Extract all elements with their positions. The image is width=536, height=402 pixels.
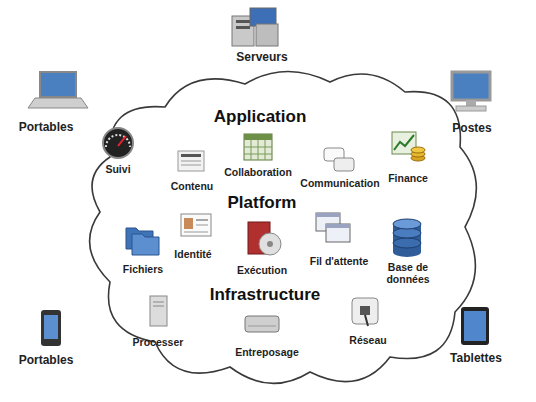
phone-icon xyxy=(41,310,61,346)
desktop-icon-part xyxy=(452,72,490,100)
service-label: Processer xyxy=(133,336,184,348)
phone-icon-part xyxy=(41,310,61,346)
device-label: Portables xyxy=(19,121,74,133)
service-label: Exécution xyxy=(237,264,287,276)
server-icon xyxy=(232,8,278,46)
desktop-icon-part xyxy=(456,106,486,111)
desktop-icon xyxy=(452,72,490,111)
laptop-icon-part xyxy=(40,72,76,97)
tablet-icon xyxy=(461,307,489,345)
server-icon-part xyxy=(232,16,254,46)
server-icon-part xyxy=(258,26,268,32)
phone-icon-part xyxy=(44,315,58,339)
service-label: Fil d'attente xyxy=(310,255,369,267)
server-icon-part xyxy=(236,20,250,23)
service-label: Collaboration xyxy=(224,166,292,178)
service-label: Fichiers xyxy=(123,263,163,275)
service-label: Finance xyxy=(388,172,428,184)
server-icon-part xyxy=(236,26,250,29)
tablet-icon-part xyxy=(464,311,486,341)
server-icon-part xyxy=(250,8,276,26)
laptop-icon xyxy=(28,72,88,108)
device-label: Tablettes xyxy=(450,352,502,364)
layer-heading: Platform xyxy=(228,193,297,213)
device-label: Portables xyxy=(19,354,74,366)
service-label: Entreposage xyxy=(235,346,299,358)
layer-heading: Infrastructure xyxy=(210,285,321,305)
cloud-border xyxy=(90,71,477,383)
service-label: Base de données xyxy=(378,261,438,285)
service-label: Suivi xyxy=(105,163,130,175)
layer-heading: Application xyxy=(214,107,307,127)
device-label: Postes xyxy=(452,122,491,134)
server-icon-part xyxy=(256,24,278,46)
tablet-icon-part xyxy=(461,307,489,345)
service-label: Identité xyxy=(174,248,211,260)
service-label: Contenu xyxy=(171,180,214,192)
laptop-icon-part xyxy=(28,98,88,108)
device-label: Serveurs xyxy=(236,51,287,63)
service-label: Communication xyxy=(300,177,379,189)
desktop-icon-part xyxy=(466,100,476,106)
cloud-shape: ApplicationPlatformInfrastructure xyxy=(70,62,480,392)
service-label: Réseau xyxy=(349,334,386,346)
